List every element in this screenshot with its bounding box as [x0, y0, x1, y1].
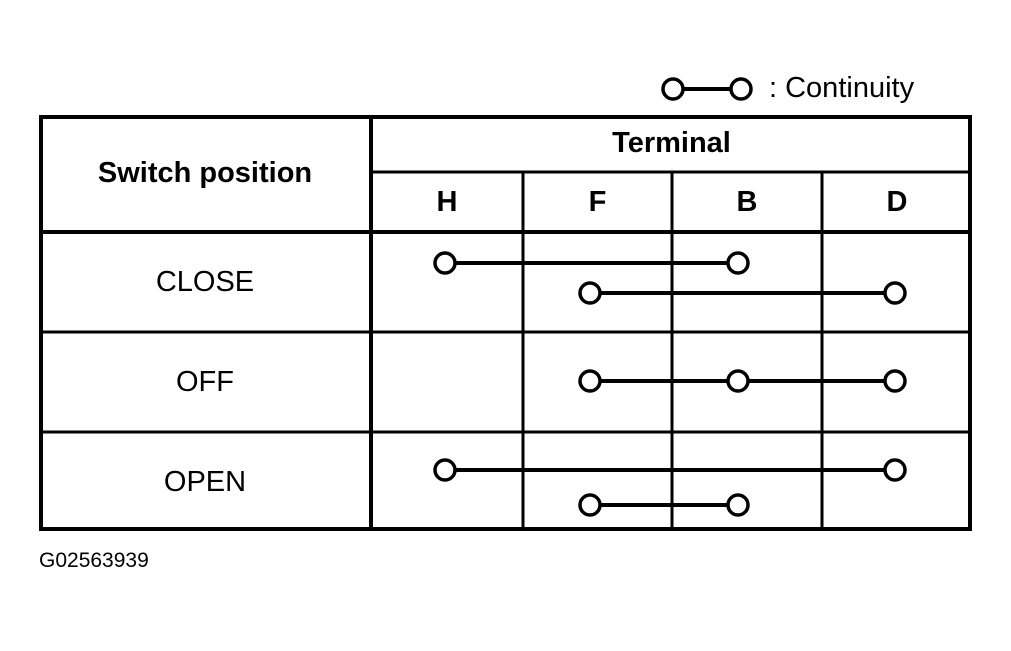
switch-continuity-table: Switch position Terminal H F B D CLOSE O… [39, 115, 972, 531]
continuity-close-f-d [578, 281, 907, 305]
header-switch-position: Switch position [97, 157, 313, 189]
header-terminal-f: F [588, 185, 607, 218]
continuity-close-h-b [433, 251, 750, 275]
header-terminal-h: H [436, 185, 458, 218]
header-terminal-group: Terminal [612, 127, 731, 159]
table-outer-border [39, 115, 972, 531]
continuity-off-f-b-d [578, 369, 907, 393]
row-label-open: OPEN [163, 465, 247, 498]
legend: : Continuity [655, 66, 914, 112]
continuity-open-f-b [578, 493, 750, 517]
header-terminal-d: D [886, 185, 908, 218]
figure-caption: G02563939 [39, 549, 149, 572]
continuity-open-h-d [433, 458, 907, 482]
continuity-symbol-icon [661, 77, 753, 101]
row-label-off: OFF [176, 365, 234, 398]
legend-label: : Continuity [769, 71, 915, 104]
header-terminal-b: B [736, 185, 758, 218]
table-grid [39, 115, 972, 531]
row-label-close: CLOSE [155, 265, 255, 298]
